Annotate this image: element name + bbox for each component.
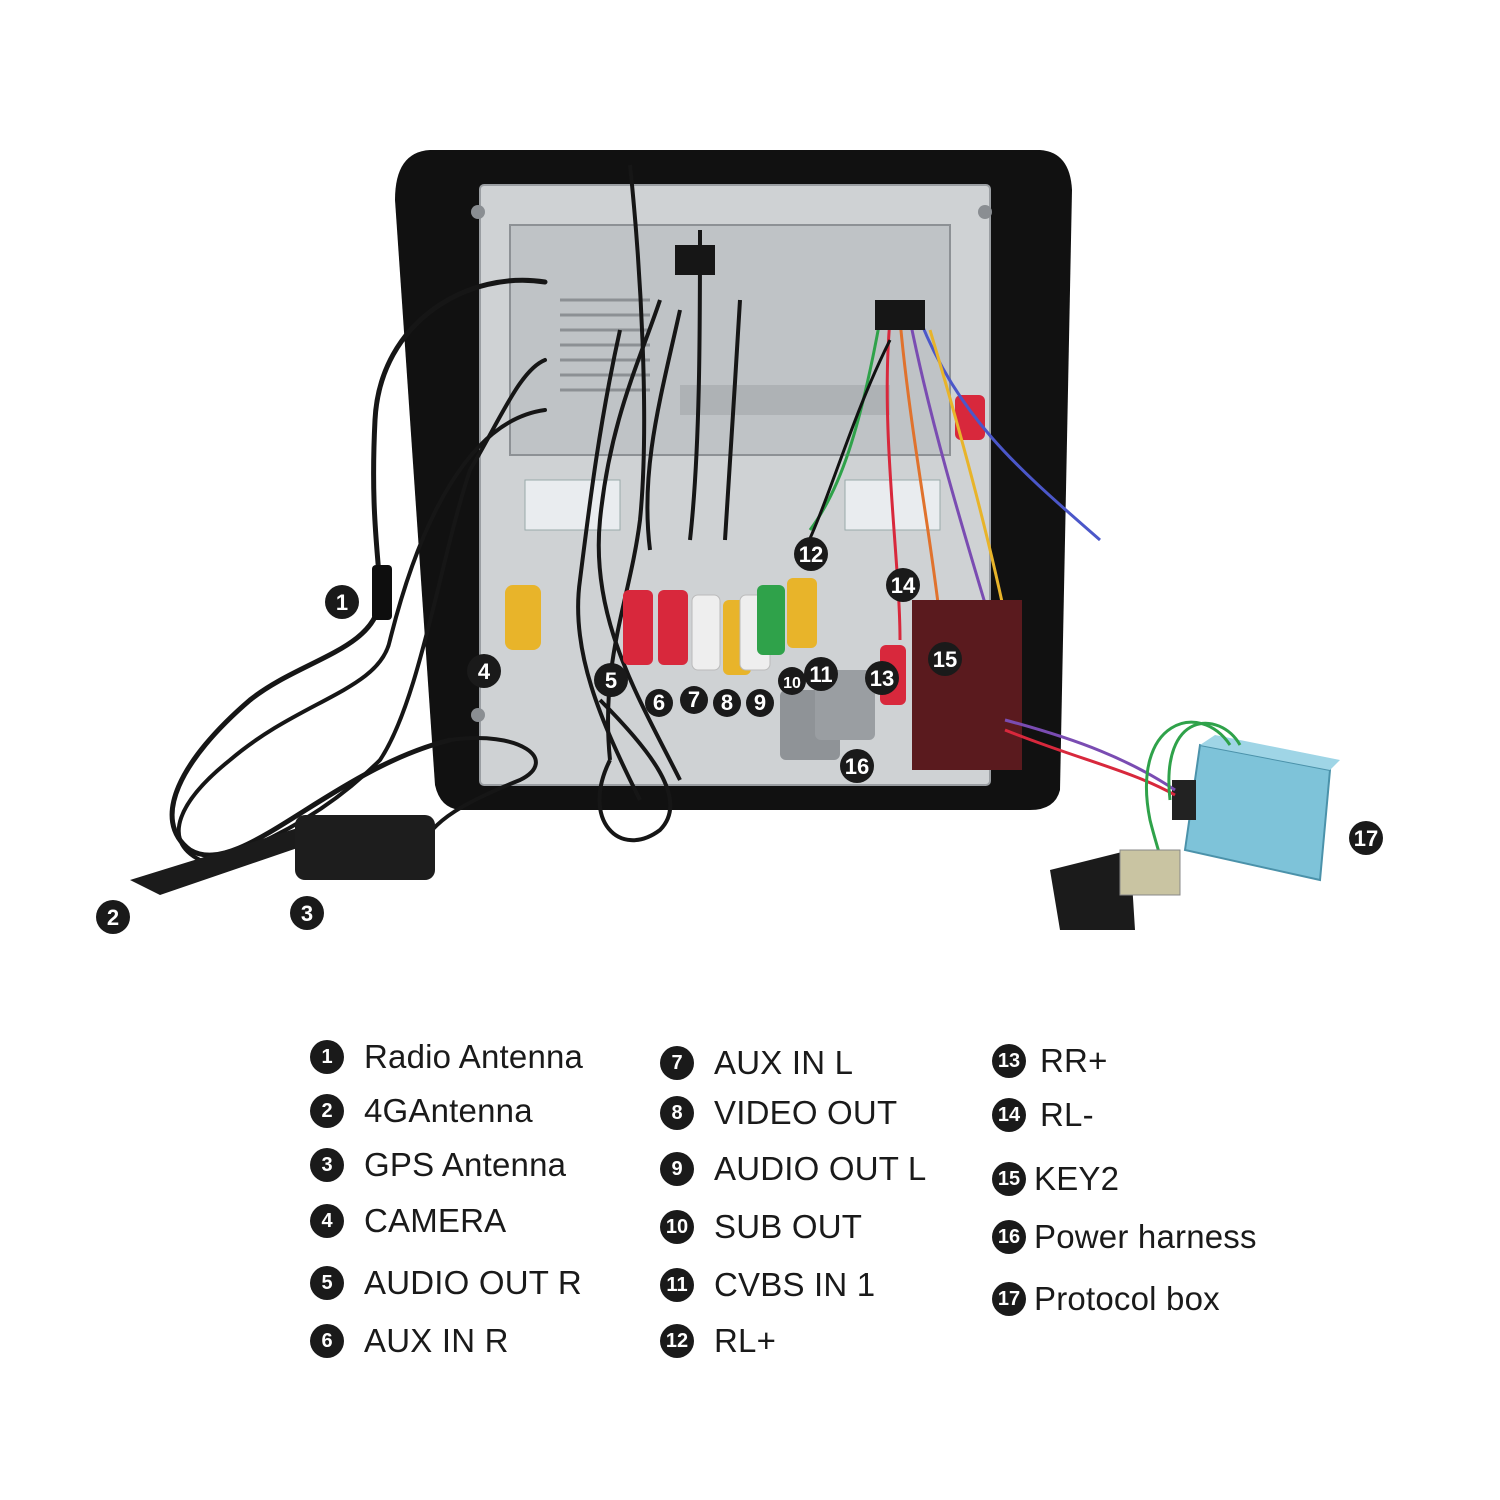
marker-12: 12 (794, 537, 828, 571)
svg-text:4: 4 (478, 659, 491, 684)
svg-text:12: 12 (799, 542, 823, 567)
legend-label: AUDIO OUT R (364, 1264, 582, 1301)
legend-label: CVBS IN 1 (714, 1266, 876, 1303)
svg-text:10: 10 (783, 675, 801, 692)
legend-label: VIDEO OUT (714, 1094, 898, 1131)
legend-item-1: 1 Radio Antenna (310, 1038, 583, 1076)
svg-text:7: 7 (688, 687, 700, 712)
legend-number: 11 (660, 1268, 694, 1302)
legend-item-11: 11 CVBS IN 1 (660, 1266, 875, 1304)
marker-14: 14 (886, 568, 920, 602)
legend-item-8: 8 VIDEO OUT (660, 1094, 897, 1132)
legend-item-4: 4 CAMERA (310, 1202, 506, 1240)
legend-number: 17 (992, 1282, 1026, 1316)
legend-label: RL+ (714, 1322, 777, 1359)
protocol-box (1172, 735, 1340, 882)
svg-text:8: 8 (721, 690, 733, 715)
legend-label: GPS Antenna (364, 1146, 567, 1183)
legend-number: 7 (660, 1046, 694, 1080)
legend-number: 16 (992, 1220, 1026, 1254)
svg-text:17: 17 (1354, 826, 1378, 851)
legend-number: 15 (992, 1162, 1026, 1196)
legend-number: 8 (660, 1096, 694, 1130)
marker-2: 2 (96, 900, 130, 934)
legend: 1 Radio Antenna 2 4GAntenna 3 GPS Antenna 4… (0, 1030, 1500, 1430)
legend-number: 4 (310, 1204, 344, 1238)
marker-13: 13 (865, 661, 899, 695)
svg-text:6: 6 (653, 690, 665, 715)
marker-11: 11 (804, 657, 838, 691)
legend-number: 13 (992, 1044, 1026, 1078)
legend-label: AUX IN L (714, 1044, 854, 1081)
marker-17: 17 (1349, 821, 1383, 855)
marker-10: 10 (778, 667, 806, 695)
legend-label: AUX IN R (364, 1322, 509, 1359)
legend-label: Radio Antenna (364, 1038, 584, 1075)
svg-text:13: 13 (870, 666, 894, 691)
marker-6: 6 (645, 689, 673, 717)
marker-9: 9 (746, 689, 774, 717)
legend-label: Protocol box (1034, 1280, 1220, 1317)
legend-item-12: 12 RL+ (660, 1322, 776, 1360)
marker-1: 1 (325, 585, 359, 619)
legend-label: AUDIO OUT L (714, 1150, 927, 1187)
legend-number: 12 (660, 1324, 694, 1358)
legend-number: 10 (660, 1210, 694, 1244)
legend-number: 5 (310, 1266, 344, 1300)
legend-item-2: 2 4GAntenna (310, 1092, 533, 1130)
head-unit-wiring-photo: 1 2 3 4 5 6 7 8 9 10 11 12 13 14 15 16 1… (96, 150, 1383, 934)
legend-item-7: 7 AUX IN L (660, 1044, 853, 1082)
legend-label: SUB OUT (714, 1208, 863, 1245)
legend-item-9: 9 AUDIO OUT L (660, 1150, 926, 1188)
legend-item-10: 10 SUB OUT (660, 1208, 862, 1246)
gps-antenna-puck (295, 815, 435, 880)
legend-label: KEY2 (1034, 1160, 1120, 1197)
svg-text:9: 9 (754, 690, 766, 715)
legend-number: 1 (310, 1040, 344, 1074)
legend-item-13: 13 RR+ (992, 1042, 1108, 1080)
marker-3: 3 (290, 896, 324, 930)
legend-number: 2 (310, 1094, 344, 1128)
legend-item-3: 3 GPS Antenna (310, 1146, 566, 1184)
legend-label: RL- (1040, 1096, 1094, 1133)
svg-text:1: 1 (336, 590, 348, 615)
legend-item-6: 6 AUX IN R (310, 1322, 509, 1360)
legend-item-14: 14 RL- (992, 1096, 1094, 1134)
marker-7: 7 (680, 686, 708, 714)
legend-label: CAMERA (364, 1202, 507, 1239)
legend-label: Power harness (1034, 1218, 1257, 1255)
svg-text:3: 3 (301, 901, 313, 926)
svg-text:2: 2 (107, 905, 119, 930)
marker-16: 16 (840, 749, 874, 783)
legend-label: 4GAntenna (364, 1092, 533, 1129)
svg-text:16: 16 (845, 754, 869, 779)
legend-item-5: 5 AUDIO OUT R (310, 1264, 582, 1302)
marker-15: 15 (928, 642, 962, 676)
legend-number: 3 (310, 1148, 344, 1182)
photo-markers: 1 2 3 4 5 6 7 8 9 10 11 12 13 14 15 16 1… (96, 537, 1383, 934)
legend-number: 9 (660, 1152, 694, 1186)
svg-text:11: 11 (809, 662, 832, 687)
svg-text:14: 14 (891, 573, 916, 598)
marker-5: 5 (594, 663, 628, 697)
marker-8: 8 (713, 689, 741, 717)
marker-4: 4 (467, 654, 501, 688)
svg-text:5: 5 (605, 668, 617, 693)
legend-number: 14 (992, 1098, 1026, 1132)
legend-label: RR+ (1040, 1042, 1108, 1079)
legend-number: 6 (310, 1324, 344, 1358)
svg-text:15: 15 (933, 647, 957, 672)
